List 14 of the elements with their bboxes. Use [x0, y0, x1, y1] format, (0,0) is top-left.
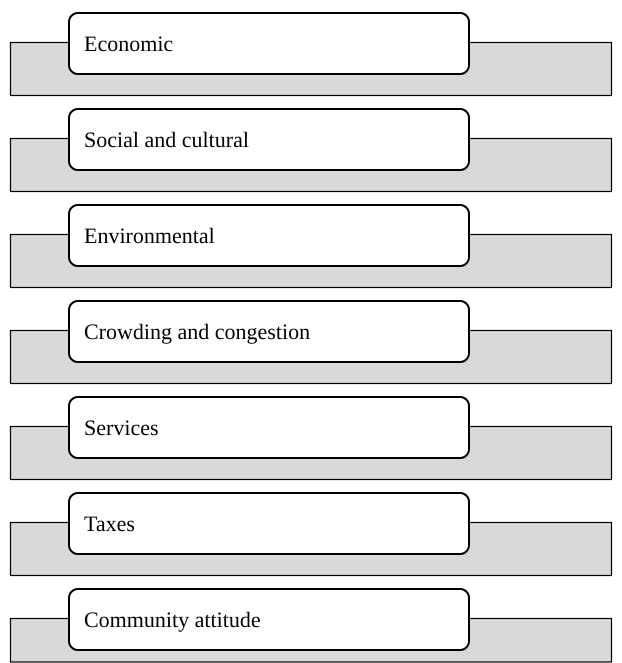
- category-label: Environmental: [84, 222, 215, 248]
- category-label: Community attitude: [84, 606, 261, 632]
- category-label: Economic: [84, 30, 174, 56]
- category-label: Taxes: [84, 510, 135, 536]
- category-box: [68, 396, 470, 459]
- category-label: Crowding and congestion: [84, 318, 310, 344]
- category-label: Social and cultural: [84, 126, 249, 152]
- category-box: [68, 492, 470, 555]
- category-box: [68, 588, 470, 651]
- category-label: Services: [84, 414, 159, 440]
- category-box: [68, 12, 470, 75]
- category-box: [68, 204, 470, 267]
- category-box: [68, 300, 470, 363]
- category-box: [68, 108, 470, 171]
